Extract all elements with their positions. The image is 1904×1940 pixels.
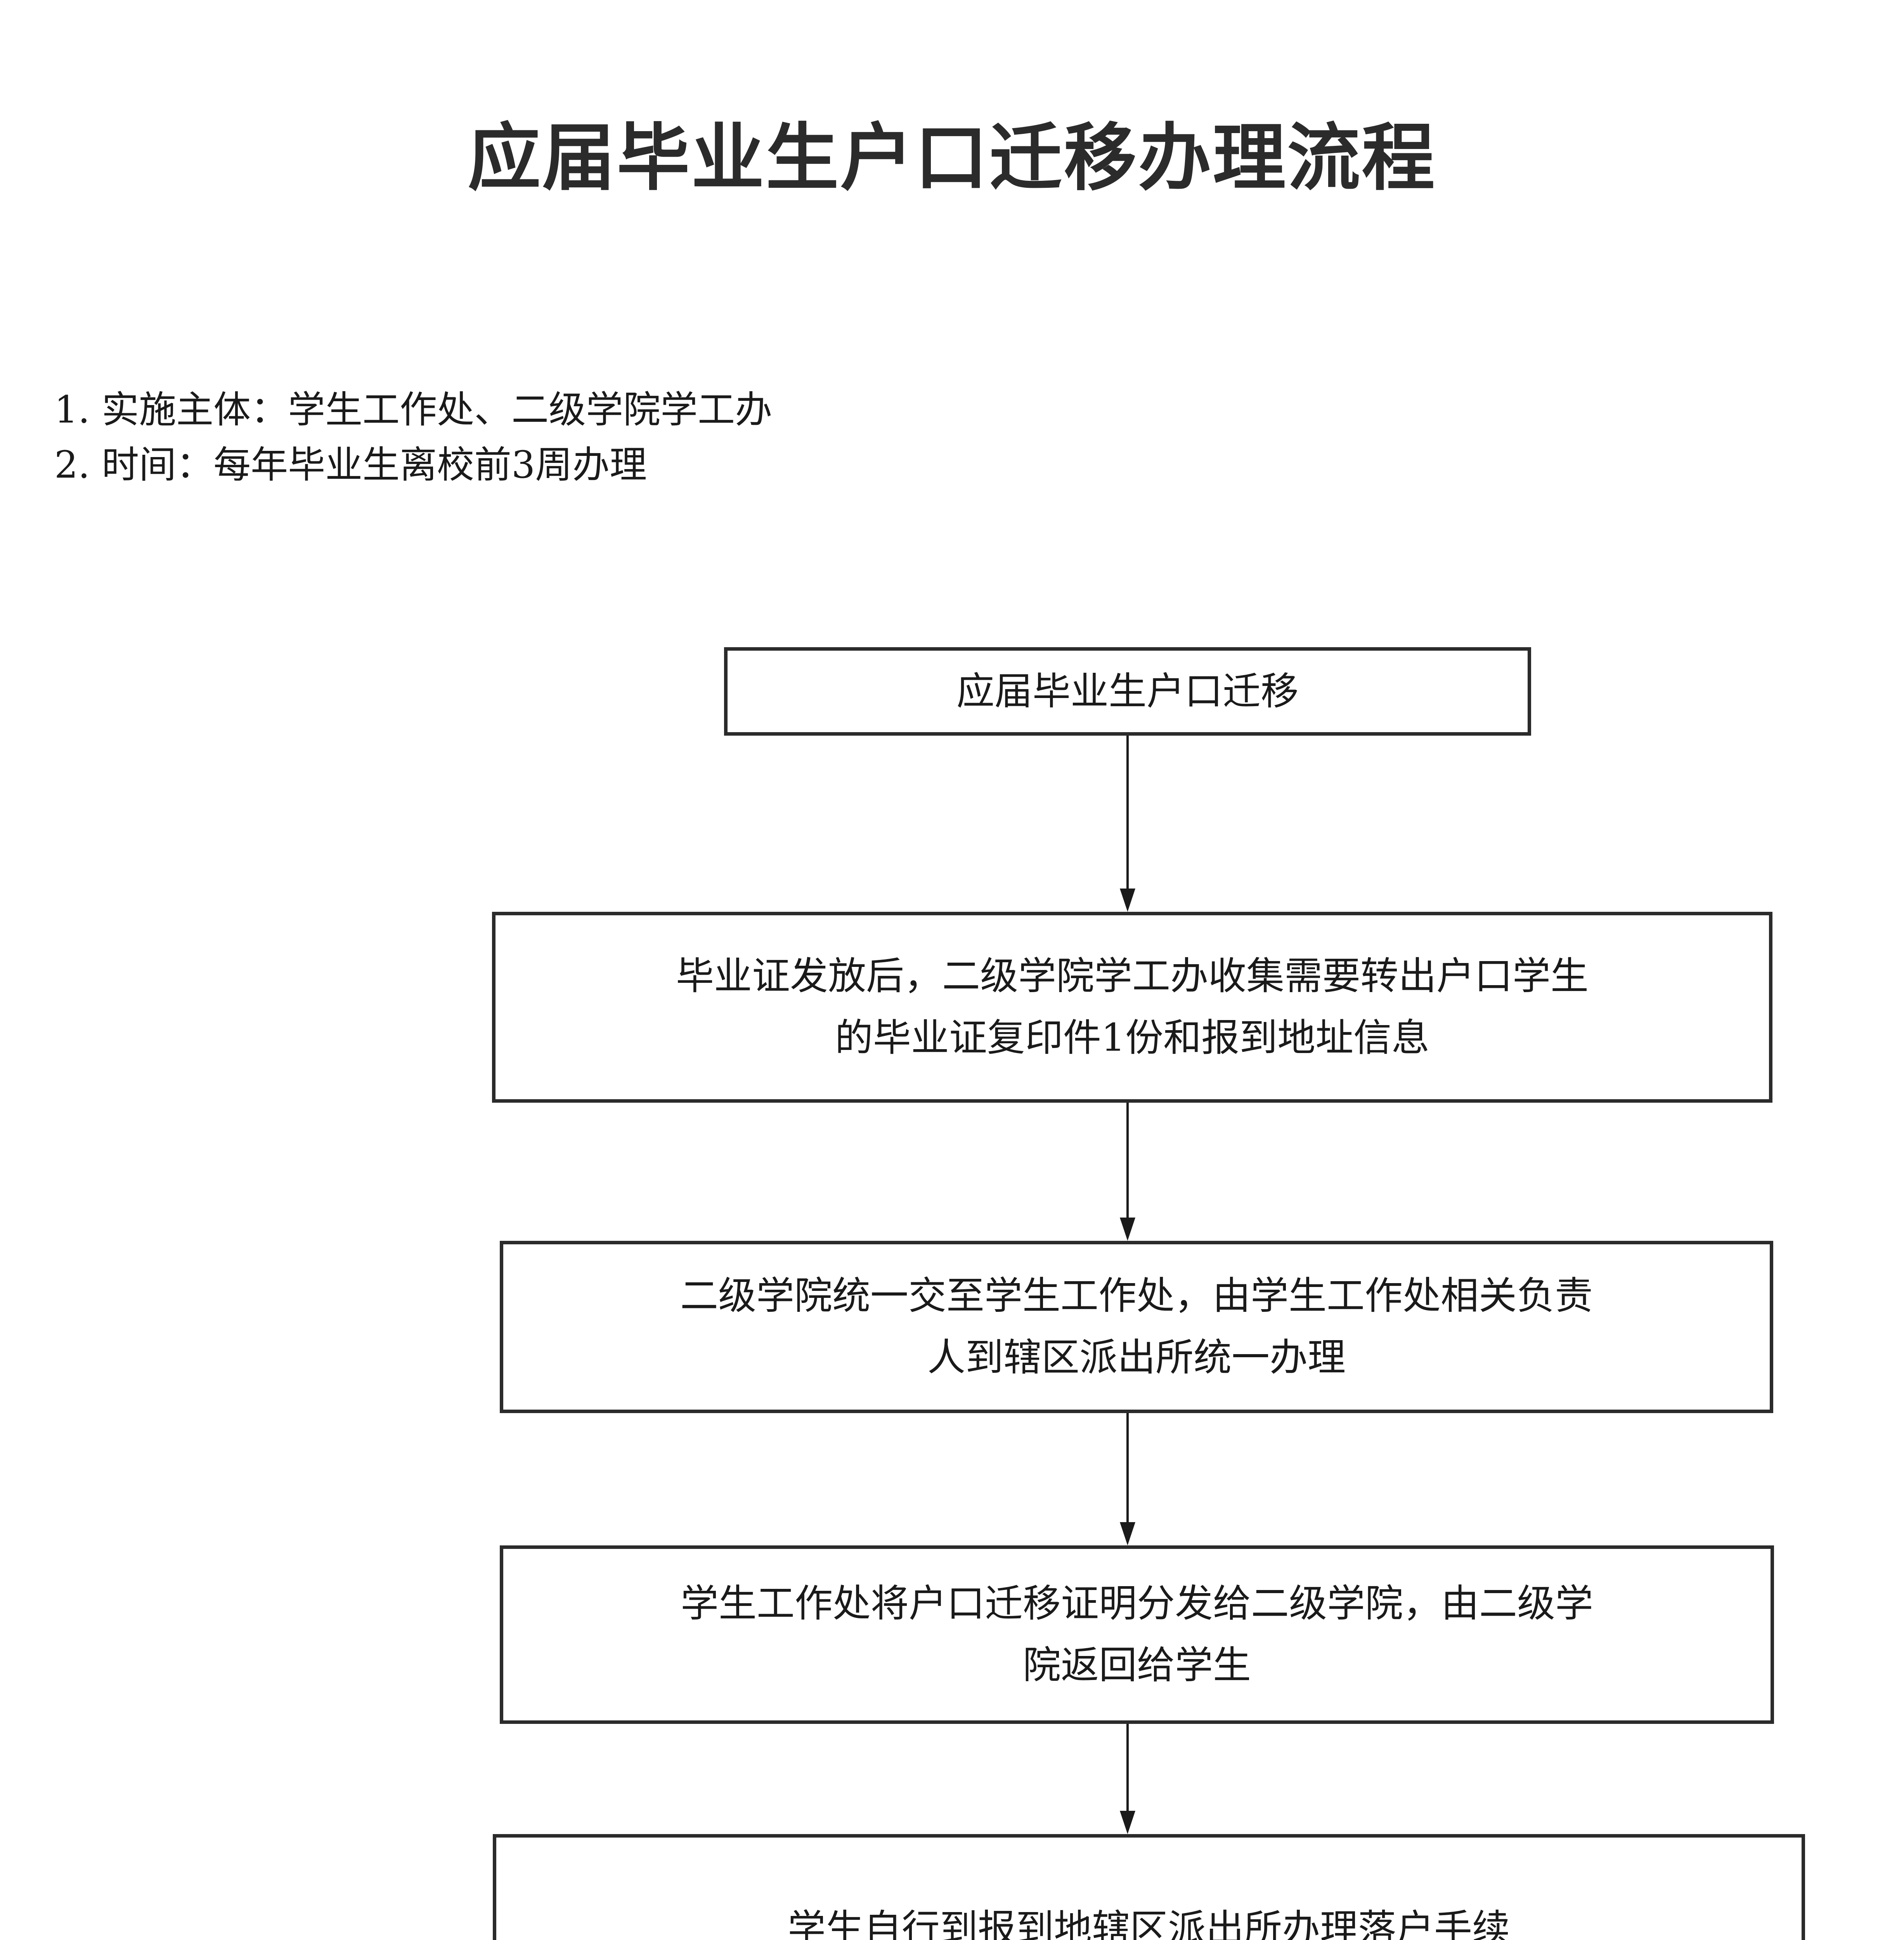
page-title: 应届毕业生户口迁移办理流程 — [468, 116, 1436, 201]
flow-node-collect-documents[interactable]: 毕业证发放后，二级学院学工办收集需要转出户口学生 的毕业证复印件1份和报到地址信… — [492, 912, 1772, 1103]
flow-edge-4-arrow — [1120, 1724, 1135, 1834]
arrow-shaft — [1126, 1103, 1129, 1218]
arrow-head-down-icon — [1120, 1522, 1135, 1545]
flow-edge-3-arrow — [1120, 1413, 1135, 1545]
flow-node-distribute-certificates[interactable]: 学生工作处将户口迁移证明分发给二级学院，由二级学 院返回给学生 — [500, 1545, 1774, 1724]
note-line-timing: 2. 时间：每年毕业生离校前3周办理 — [54, 443, 647, 487]
arrow-shaft — [1126, 736, 1129, 889]
arrow-head-down-icon — [1120, 1218, 1135, 1241]
note-line-implementing-body: 1. 实施主体：学生工作处、二级学院学工办 — [54, 388, 773, 431]
arrow-shaft — [1126, 1413, 1129, 1522]
flow-edge-2-arrow — [1120, 1103, 1135, 1241]
flow-edge-1-arrow — [1120, 736, 1135, 912]
flow-node-start[interactable]: 应届毕业生户口迁移 — [724, 647, 1531, 736]
arrow-head-down-icon — [1120, 889, 1135, 912]
flow-node-student-registers[interactable]: 学生自行到报到地辖区派出所办理落户手续 — [493, 1834, 1805, 1940]
notes-block: 1. 实施主体：学生工作处、二级学院学工办 2. 时间：每年毕业生离校前3周办理 — [54, 382, 772, 492]
flow-node-submit-to-student-affairs[interactable]: 二级学院统一交至学生工作处，由学生工作处相关负责 人到辖区派出所统一办理 — [500, 1241, 1773, 1413]
arrow-shaft — [1126, 1724, 1129, 1811]
arrow-head-down-icon — [1120, 1811, 1135, 1834]
